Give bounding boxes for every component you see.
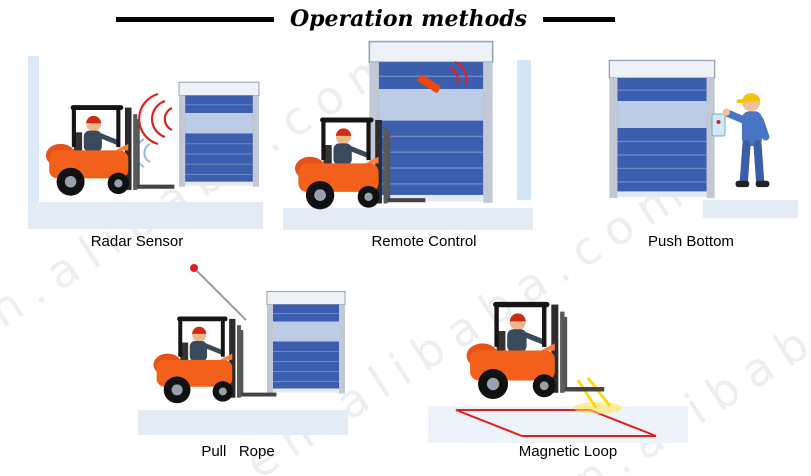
magnetic-loop-icon bbox=[455, 409, 657, 437]
page-title: Operation methods bbox=[289, 6, 528, 32]
remote-signal-icon bbox=[417, 61, 468, 93]
forklift-icon bbox=[46, 105, 174, 196]
radar-sensor-scene bbox=[28, 56, 263, 229]
panel-label-pull-rope: Pull Rope bbox=[201, 443, 275, 460]
panel-label-magnetic-loop: Magnetic Loop bbox=[518, 443, 618, 460]
title-row: Operation methods bbox=[0, 6, 771, 32]
panel-label-push-bottom: Push Bottom bbox=[648, 233, 734, 250]
panel-label-remote-control: Remote Control bbox=[371, 233, 477, 250]
floor bbox=[28, 202, 263, 229]
floor bbox=[428, 406, 688, 443]
worker-icon bbox=[723, 93, 770, 187]
door-icon bbox=[608, 59, 716, 199]
magnetic-loop-scene bbox=[428, 288, 688, 443]
forklift-icon bbox=[467, 302, 605, 399]
door-icon bbox=[178, 81, 260, 188]
radar-waves-icon bbox=[138, 92, 173, 146]
title-rule-right bbox=[543, 16, 616, 22]
title-rule-left bbox=[115, 16, 274, 22]
floor bbox=[703, 200, 798, 218]
push-button-box-icon bbox=[711, 113, 726, 137]
push-bottom-scene bbox=[608, 59, 798, 218]
sensor-glow bbox=[574, 402, 622, 414]
forklift-icon bbox=[153, 317, 276, 404]
floor bbox=[283, 208, 533, 230]
panel-label-radar-sensor: Radar Sensor bbox=[90, 233, 184, 250]
remote-control-scene bbox=[283, 40, 533, 230]
sensor-beam-icon bbox=[576, 377, 612, 409]
pull-rope-scene bbox=[138, 264, 348, 435]
wall-strip bbox=[28, 56, 39, 221]
door-icon bbox=[266, 290, 346, 395]
wall-strip bbox=[517, 60, 531, 200]
floor bbox=[138, 410, 348, 435]
pull-rope-icon bbox=[190, 264, 247, 321]
